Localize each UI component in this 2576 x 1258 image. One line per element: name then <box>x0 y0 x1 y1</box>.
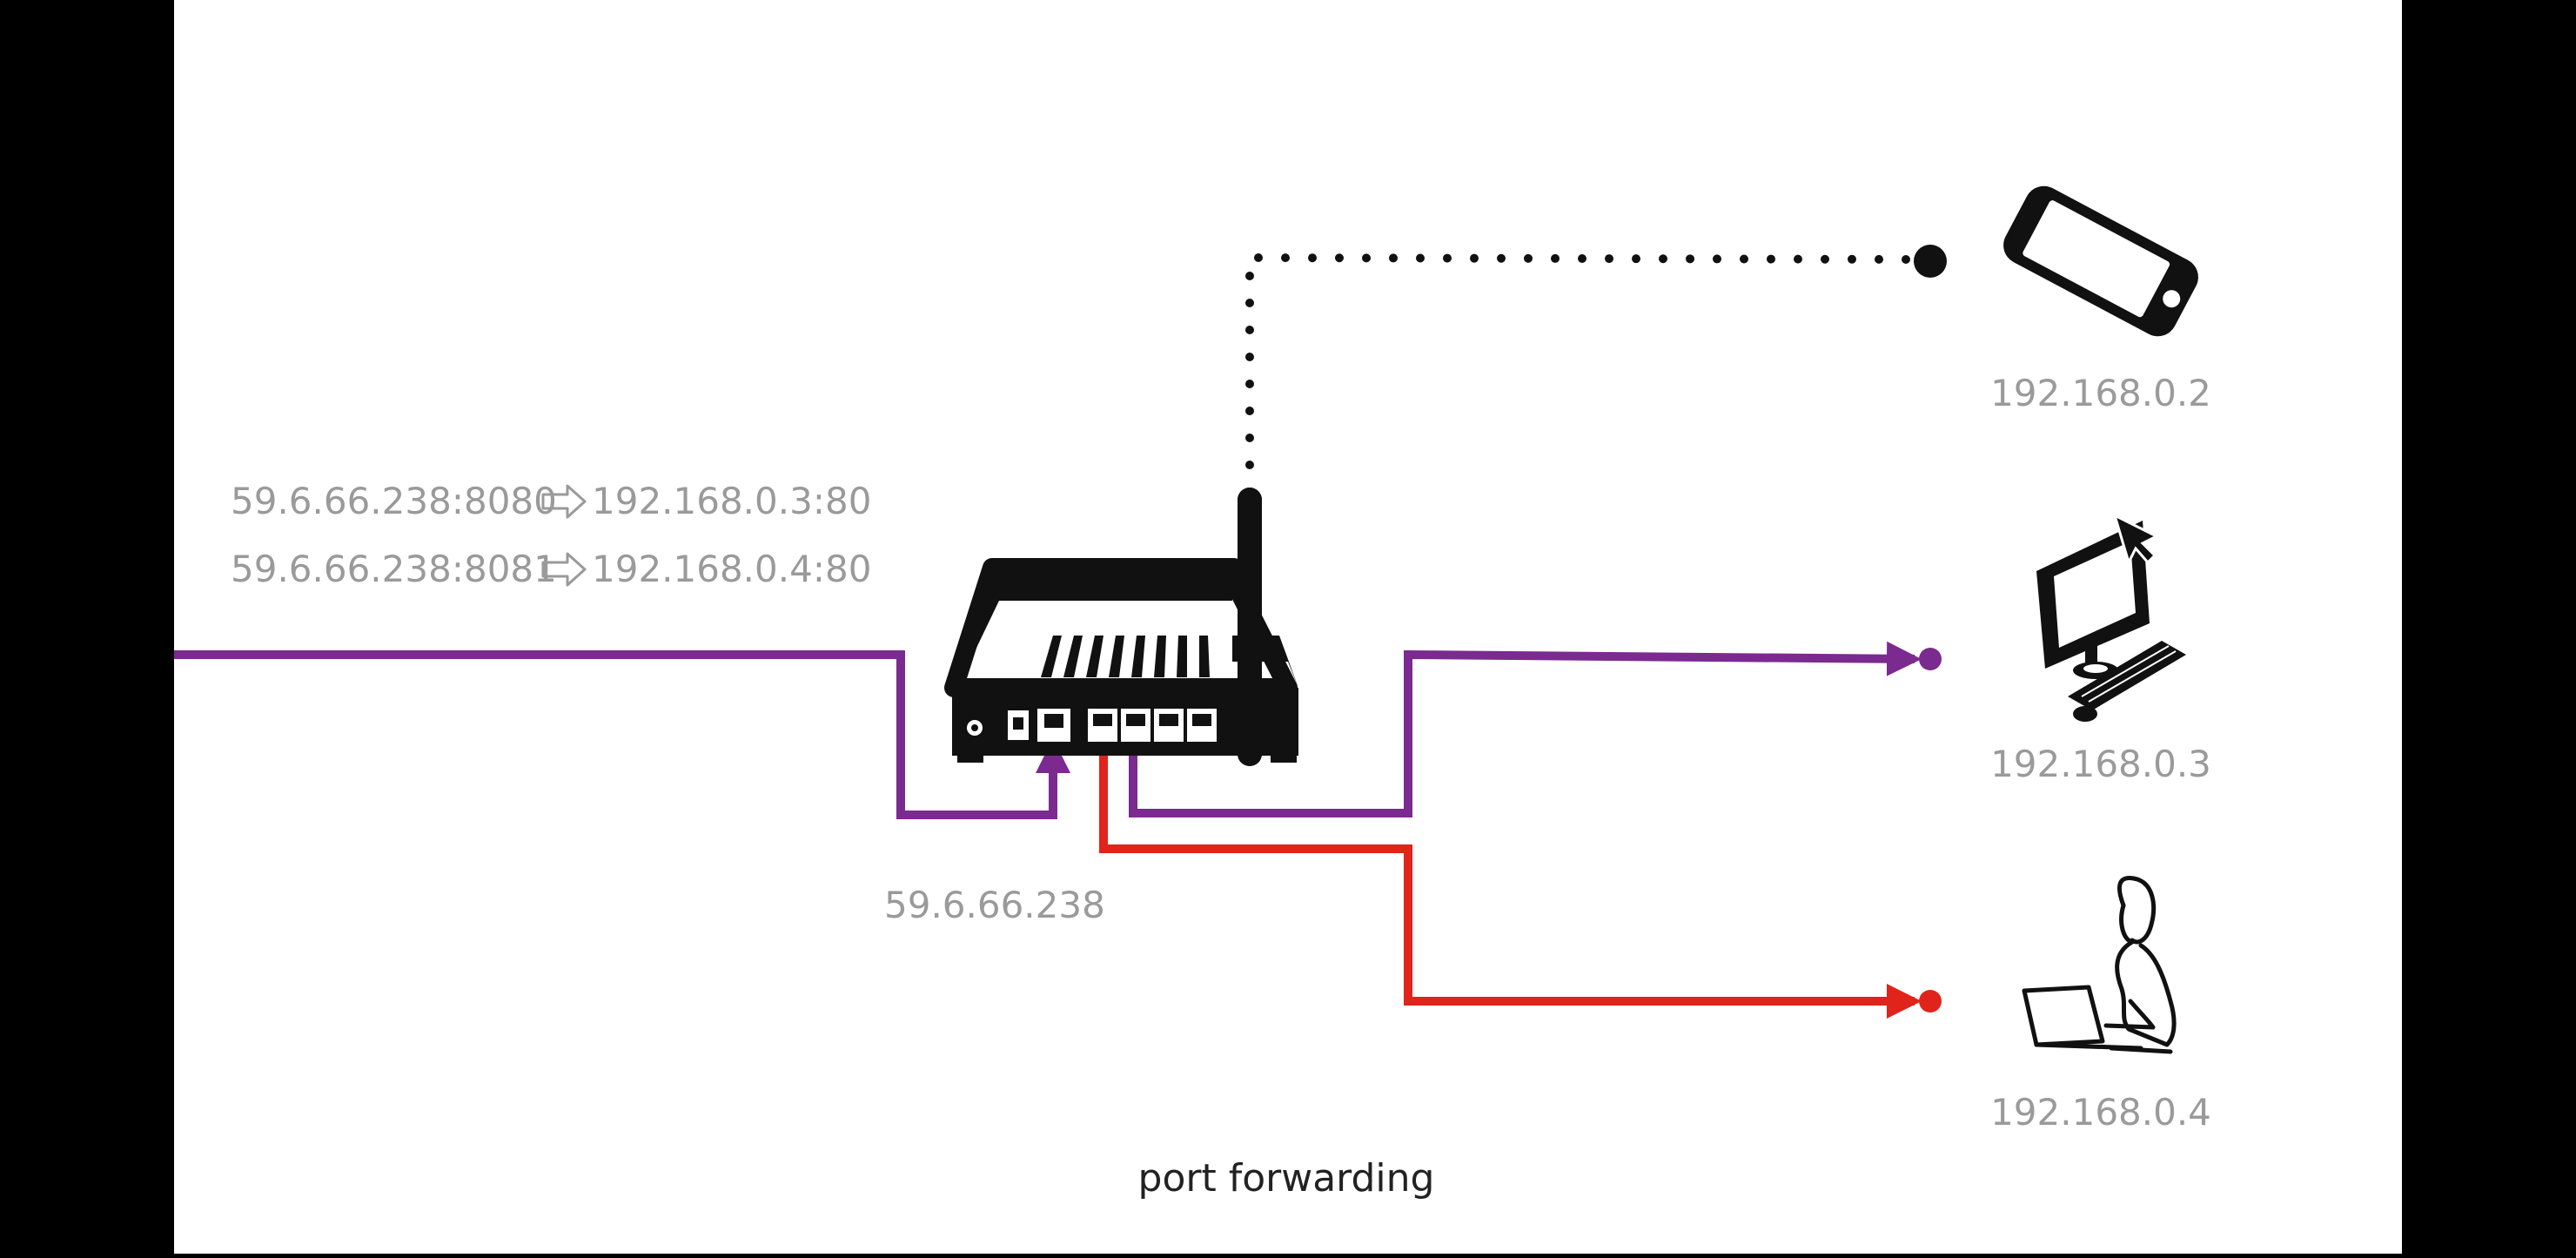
desktop-ip: 192.168.0.3 <box>1990 743 2211 785</box>
phone-ip: 192.168.0.2 <box>1990 372 2211 414</box>
wireless-link-phone <box>1245 245 1947 496</box>
rule-2-to: 192.168.0.4:80 <box>592 548 871 590</box>
person-with-laptop-icon <box>2022 876 2177 1054</box>
laptop-endpoint-dot <box>1919 990 1942 1012</box>
desktop-endpoint-dot <box>1919 648 1942 670</box>
forwarding-rule-1: 59.6.66.238:8080 192.168.0.3:80 <box>231 480 871 522</box>
rule-1-from: 59.6.66.238:8080 <box>231 480 557 522</box>
router-lan-ports <box>1088 709 1217 742</box>
right-letterbox-bar <box>2402 0 2576 1254</box>
forwarding-rule-2: 59.6.66.238:8081 192.168.0.4:80 <box>231 548 871 590</box>
left-letterbox-bar <box>0 0 174 1254</box>
desktop-computer-icon <box>2036 513 2186 722</box>
mouse-cursor-icon <box>2112 513 2160 567</box>
rule-1-to: 192.168.0.3:80 <box>592 480 871 522</box>
wan-inbound-path <box>174 650 1070 819</box>
phone-endpoint-dot <box>1914 245 1947 278</box>
rule-1-arrow-icon <box>541 484 587 519</box>
router-public-ip: 59.6.66.238 <box>884 884 1105 926</box>
laptop-ip: 192.168.0.4 <box>1990 1091 2211 1134</box>
rule-2-from: 59.6.66.238:8081 <box>231 548 557 590</box>
phone-icon <box>2003 185 2198 337</box>
lan-path-desktop <box>1129 641 1922 817</box>
lan-path-laptop <box>1099 745 1922 1019</box>
rule-2-arrow-icon <box>541 552 587 587</box>
router-icon <box>944 488 1298 766</box>
diagram-caption: port forwarding <box>1138 1156 1435 1201</box>
